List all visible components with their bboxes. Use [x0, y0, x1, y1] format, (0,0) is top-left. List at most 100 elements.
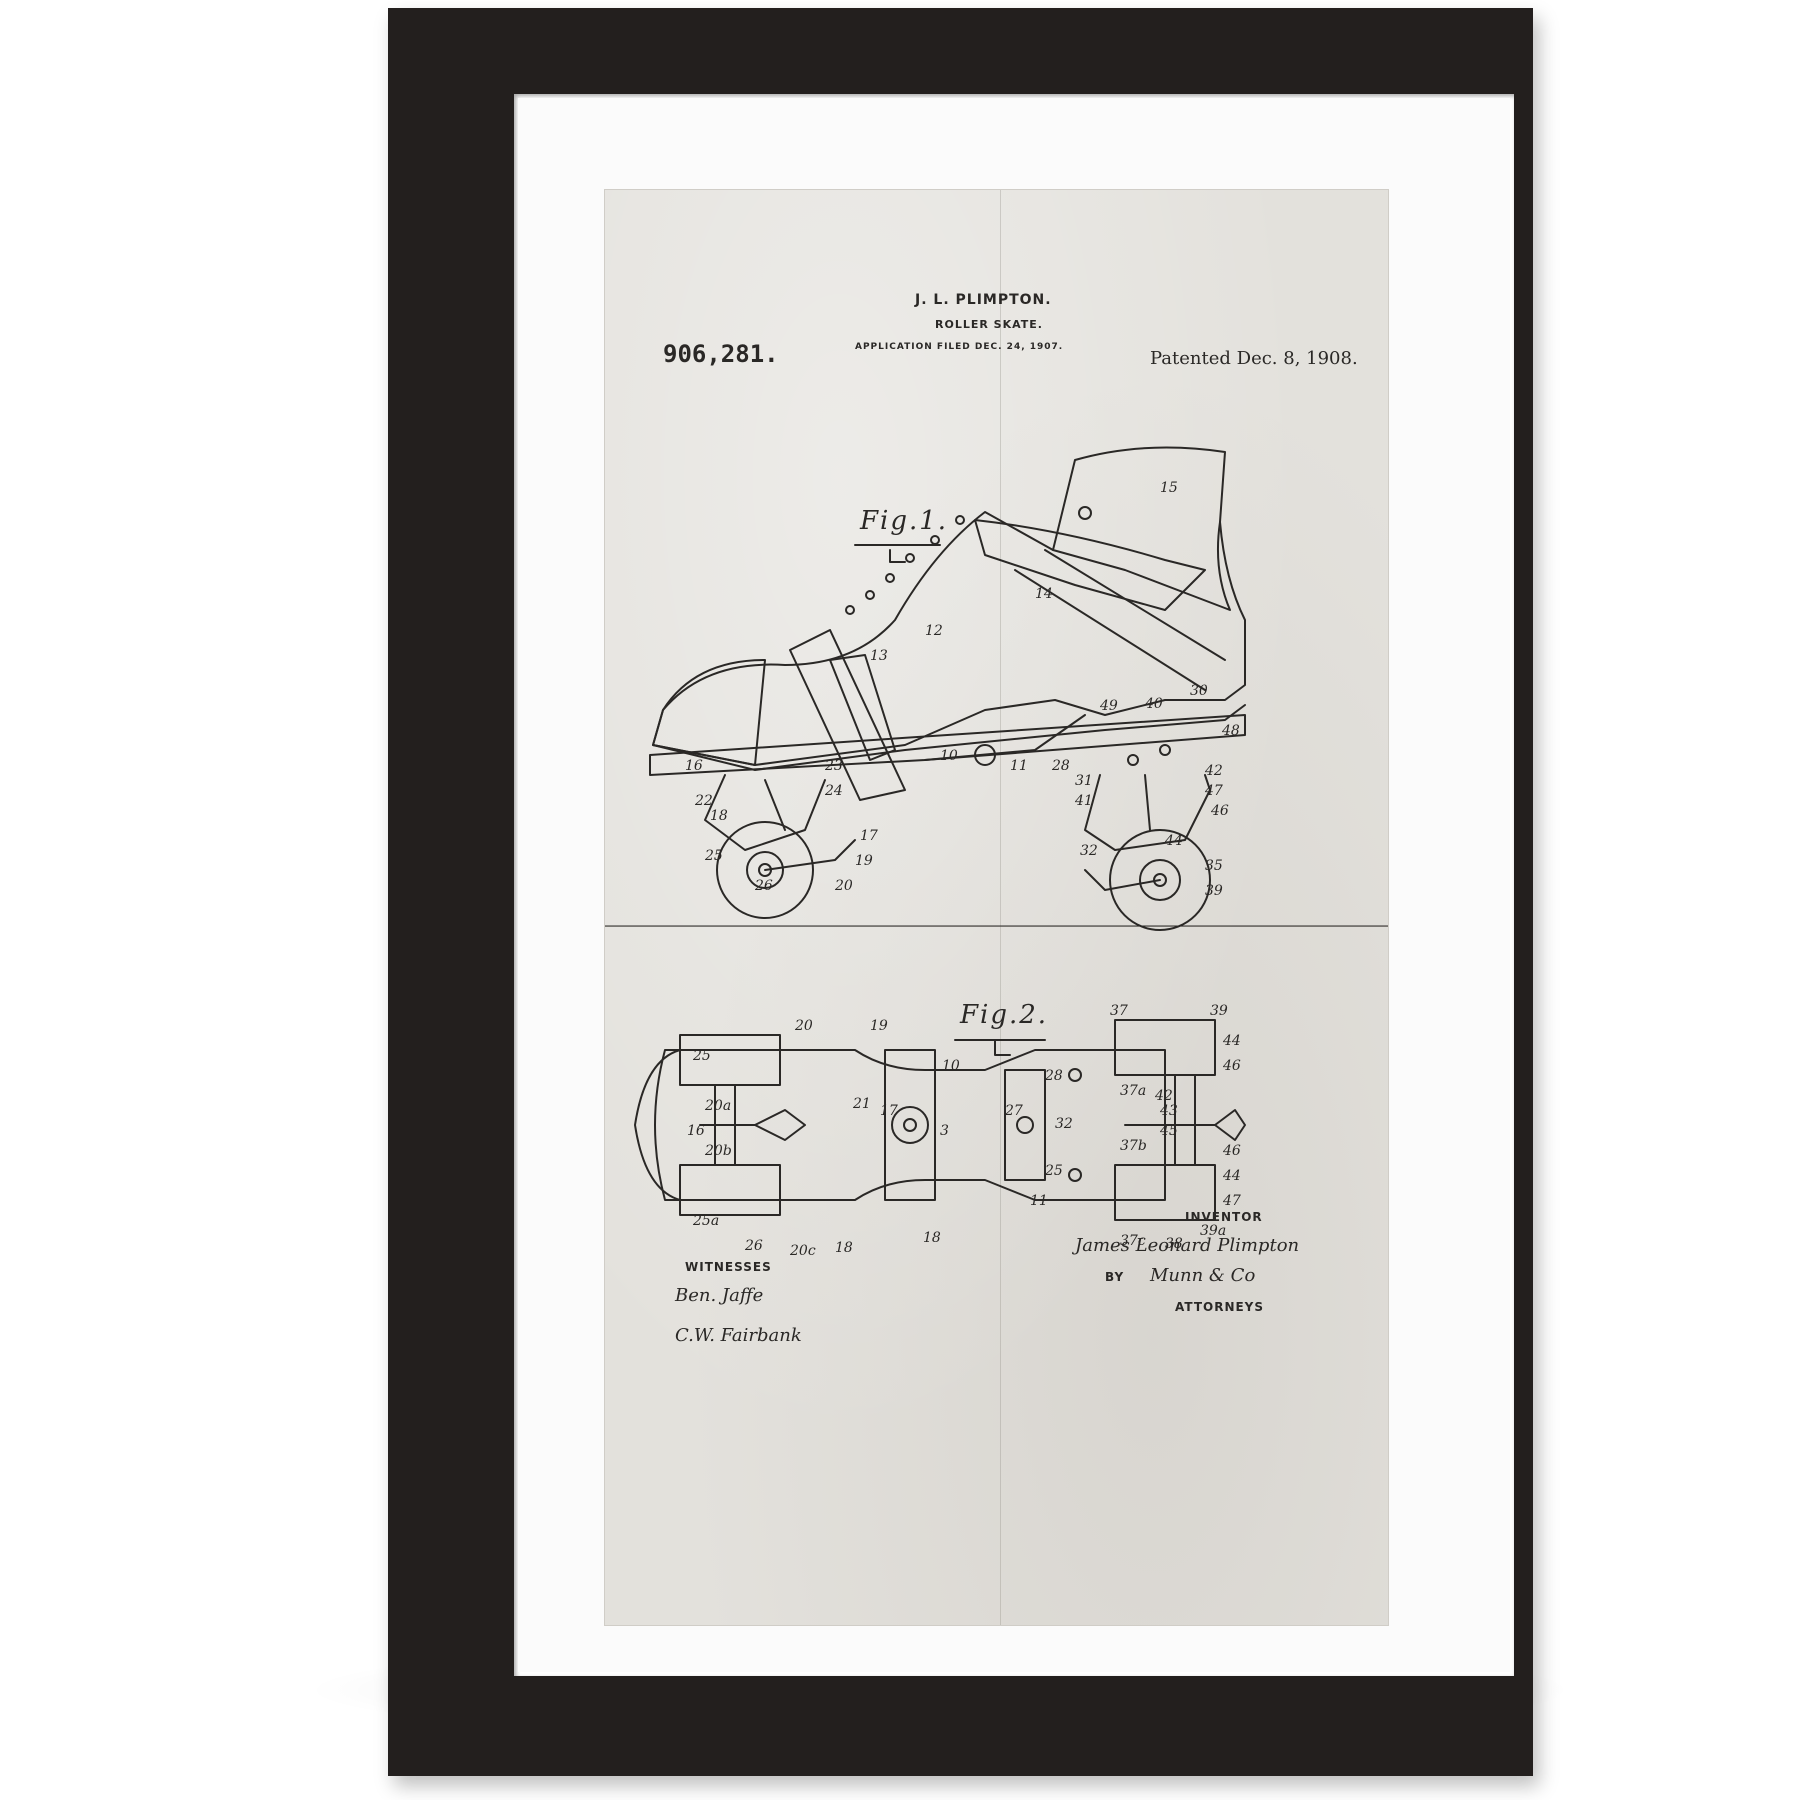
- svg-text:48: 48: [1221, 723, 1240, 739]
- svg-text:16: 16: [685, 758, 703, 774]
- svg-text:19: 19: [855, 853, 873, 869]
- rear-axle: [1084, 869, 1161, 891]
- fig2-label: Fig.2.: [960, 1000, 1049, 1030]
- inventor-signature: James Leonard Plimpton: [1075, 1235, 1300, 1256]
- kingpin-center: [1016, 1116, 1034, 1134]
- rear-wheel-hub: [1139, 859, 1181, 901]
- svg-text:44: 44: [1222, 1033, 1241, 1049]
- invention-title: ROLLER SKATE.: [935, 318, 1043, 331]
- svg-text:25: 25: [692, 1048, 711, 1064]
- svg-text:47: 47: [1222, 1193, 1241, 1209]
- svg-text:20: 20: [794, 1018, 813, 1034]
- boot-toe-cap: [652, 659, 766, 766]
- front-wheel: [716, 821, 814, 919]
- svg-text:11: 11: [1010, 758, 1028, 774]
- witness-1-signature: Ben. Jaffe: [675, 1285, 764, 1306]
- svg-text:26: 26: [754, 878, 773, 894]
- svg-text:46: 46: [1222, 1143, 1241, 1159]
- svg-text:31: 31: [1075, 773, 1093, 789]
- svg-text:25a: 25a: [692, 1213, 719, 1229]
- svg-text:38: 38: [1165, 1236, 1183, 1252]
- boot-upper-cuff: [1052, 446, 1231, 611]
- front-right-roller: [679, 1164, 781, 1216]
- svg-text:18: 18: [710, 808, 728, 824]
- boot-sole: [652, 704, 1246, 771]
- svg-text:17: 17: [880, 1103, 898, 1119]
- svg-text:11: 11: [1030, 1193, 1048, 1209]
- svg-text:43: 43: [1159, 1103, 1178, 1119]
- fig1-underline: [854, 544, 941, 563]
- rear-right-roller: [1114, 1164, 1216, 1221]
- boot-strap-front: [789, 629, 906, 801]
- svg-text:24: 24: [824, 783, 843, 799]
- skate-base-plate: [649, 714, 1246, 776]
- fig1-label: Fig.1.: [860, 506, 949, 536]
- svg-text:46: 46: [1210, 803, 1229, 819]
- svg-text:20: 20: [834, 878, 853, 894]
- svg-text:10: 10: [940, 748, 958, 764]
- svg-text:37a: 37a: [1120, 1083, 1146, 1099]
- attorney-signature: Munn & Co: [1150, 1265, 1256, 1286]
- patented-date: Patented Dec. 8, 1908.: [1150, 348, 1358, 369]
- svg-text:39: 39: [1205, 883, 1223, 899]
- svg-text:21: 21: [852, 1096, 871, 1112]
- svg-text:42: 42: [1154, 1088, 1173, 1104]
- svg-text:26: 26: [744, 1238, 763, 1254]
- rear-left-roller: [1114, 1019, 1216, 1076]
- svg-text:10: 10: [942, 1058, 960, 1074]
- patent-drawing: 15 14 12 13 49 40 30 48 10 11 28 16 22 2…: [605, 446, 1388, 1259]
- svg-text:16: 16: [687, 1123, 705, 1139]
- svg-text:20a: 20a: [704, 1098, 731, 1114]
- svg-text:23: 23: [824, 758, 843, 774]
- svg-text:39: 39: [1210, 1003, 1228, 1019]
- fig2-part-numbers: 20 19 37 39 25 10 28 44 46 20a 21 17 16 …: [687, 1003, 1241, 1259]
- svg-text:41: 41: [1074, 793, 1093, 809]
- boot-eyelets: [845, 506, 1171, 766]
- svg-text:37c: 37c: [1120, 1233, 1146, 1249]
- svg-text:3: 3: [940, 1123, 949, 1139]
- svg-text:40: 40: [1144, 696, 1163, 712]
- svg-text:46: 46: [1222, 1058, 1241, 1074]
- front-axle: [764, 839, 856, 871]
- svg-text:13: 13: [870, 648, 888, 664]
- svg-text:19: 19: [870, 1018, 888, 1034]
- front-axle-assembly: [699, 1084, 806, 1166]
- by-label: BY: [1105, 1270, 1125, 1284]
- application-filed: APPLICATION FILED DEC. 24, 1907.: [855, 342, 1064, 352]
- svg-text:28: 28: [1044, 1068, 1063, 1084]
- front-wheel-hub: [746, 851, 784, 889]
- fig1-part-numbers: 15 14 12 13 49 40 30 48 10 11 28 16 22 2…: [685, 480, 1240, 899]
- svg-text:25: 25: [704, 848, 723, 864]
- fig2-underline: [954, 1039, 1046, 1056]
- svg-text:32: 32: [1055, 1116, 1073, 1132]
- svg-text:25: 25: [1044, 1163, 1063, 1179]
- bottom-plate: [654, 1049, 1166, 1201]
- svg-text:15: 15: [1160, 480, 1178, 496]
- witnesses-label: WITNESSES: [685, 1260, 772, 1274]
- fold-line-vertical: [1000, 190, 1001, 1625]
- svg-text:49: 49: [1099, 698, 1118, 714]
- svg-text:44: 44: [1222, 1168, 1241, 1184]
- patent-print: J. L. PLIMPTON. ROLLER SKATE. APPLICATIO…: [605, 190, 1388, 1625]
- boot-shaft: [652, 511, 1246, 766]
- rear-axle-assembly: [1124, 1074, 1246, 1166]
- svg-text:47: 47: [1204, 783, 1223, 799]
- svg-text:42: 42: [1204, 763, 1223, 779]
- boot-strap-ankle: [974, 519, 1206, 611]
- kingpin-front: [891, 1106, 929, 1144]
- svg-text:20b: 20b: [704, 1143, 732, 1159]
- svg-text:45: 45: [1159, 1123, 1178, 1139]
- inventor-name: J. L. PLIMPTON.: [915, 292, 1052, 308]
- svg-text:20c: 20c: [789, 1243, 816, 1259]
- svg-text:18: 18: [923, 1230, 941, 1246]
- skate-plate-link: [924, 714, 1086, 761]
- witness-2-signature: C.W. Fairbank: [675, 1325, 802, 1346]
- svg-text:28: 28: [1051, 758, 1070, 774]
- svg-text:27: 27: [1004, 1103, 1023, 1119]
- patent-number: 906,281.: [663, 340, 779, 368]
- plate-pivot: [974, 744, 996, 766]
- svg-text:14: 14: [1035, 586, 1053, 602]
- boot-strap-diagonal: [1014, 549, 1226, 691]
- svg-text:44: 44: [1164, 833, 1183, 849]
- front-left-roller: [679, 1034, 781, 1086]
